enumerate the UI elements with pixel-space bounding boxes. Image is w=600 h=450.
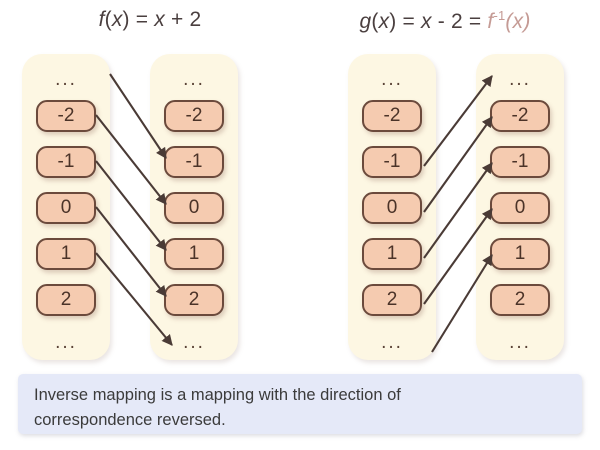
caption-line-2: correspondence reversed. (34, 411, 226, 429)
left-codomain-bottom-ellipsis: ... (183, 332, 205, 353)
left-domain-item-4[interactable]: 2 (36, 284, 96, 316)
title-left-part-0: f (98, 8, 105, 31)
left-domain-item-2[interactable]: 0 (36, 192, 96, 224)
title-left-part-5: + 2 (164, 8, 202, 31)
title-right-part-4: x (421, 10, 432, 33)
right-domain-item-2[interactable]: 0 (362, 192, 422, 224)
left-codomain-item-0[interactable]: -2 (164, 100, 224, 132)
right-domain-item-3[interactable]: 1 (362, 238, 422, 270)
title-right-part-0: g (359, 10, 372, 33)
inverse-f: f (487, 10, 494, 33)
right-domain-item-0[interactable]: -2 (362, 100, 422, 132)
title-right-part-3: ) = (389, 10, 421, 33)
title-right-part-1: ( (371, 10, 379, 33)
title-left-part-1: ( (104, 8, 112, 31)
title-right-part-2: x (378, 10, 390, 33)
right-codomain-bottom-ellipsis: ... (509, 332, 531, 353)
right-codomain-item-3[interactable]: 1 (490, 238, 550, 270)
left-domain-top-ellipsis: ... (55, 69, 77, 90)
right-domain-bottom-ellipsis: ... (381, 332, 403, 353)
left-codomain-item-1[interactable]: -1 (164, 146, 224, 178)
left-codomain-item-3[interactable]: 1 (164, 238, 224, 270)
right-domain-item-1[interactable]: -1 (362, 146, 422, 178)
inverse-paren-close: ) (523, 10, 531, 33)
inverse-function-notation: f-1(x) (487, 8, 531, 33)
caption-box: Inverse mapping is a mapping with the di… (18, 374, 582, 434)
right-diagram-title: g(x) = x - 2 = f-1(x) (295, 8, 595, 34)
right-codomain-item-1[interactable]: -1 (490, 146, 550, 178)
right-domain-top-ellipsis: ... (381, 69, 403, 90)
right-codomain-item-0[interactable]: -2 (490, 100, 550, 132)
title-left-part-2: x (111, 8, 123, 31)
inverse-paren-open: ( (505, 10, 513, 33)
left-codomain-item-2[interactable]: 0 (164, 192, 224, 224)
title-left-part-4: x (154, 8, 165, 31)
left-domain-item-3[interactable]: 1 (36, 238, 96, 270)
title-left-part-3: ) = (122, 8, 155, 31)
left-domain-item-1[interactable]: -1 (36, 146, 96, 178)
left-diagram-title: f(x) = x + 2 (0, 8, 300, 32)
caption-line-1: Inverse mapping is a mapping with the di… (34, 386, 401, 404)
left-domain-item-0[interactable]: -2 (36, 100, 96, 132)
left-codomain-item-4[interactable]: 2 (164, 284, 224, 316)
title-right-part-5: - 2 = (431, 10, 488, 33)
left-domain-bottom-ellipsis: ... (55, 332, 77, 353)
inverse-exponent: -1 (493, 8, 506, 23)
right-domain-item-4[interactable]: 2 (362, 284, 422, 316)
left-codomain-top-ellipsis: ... (183, 69, 205, 90)
right-codomain-item-4[interactable]: 2 (490, 284, 550, 316)
right-codomain-item-2[interactable]: 0 (490, 192, 550, 224)
inverse-x: x (512, 10, 524, 33)
right-codomain-top-ellipsis: ... (509, 69, 531, 90)
